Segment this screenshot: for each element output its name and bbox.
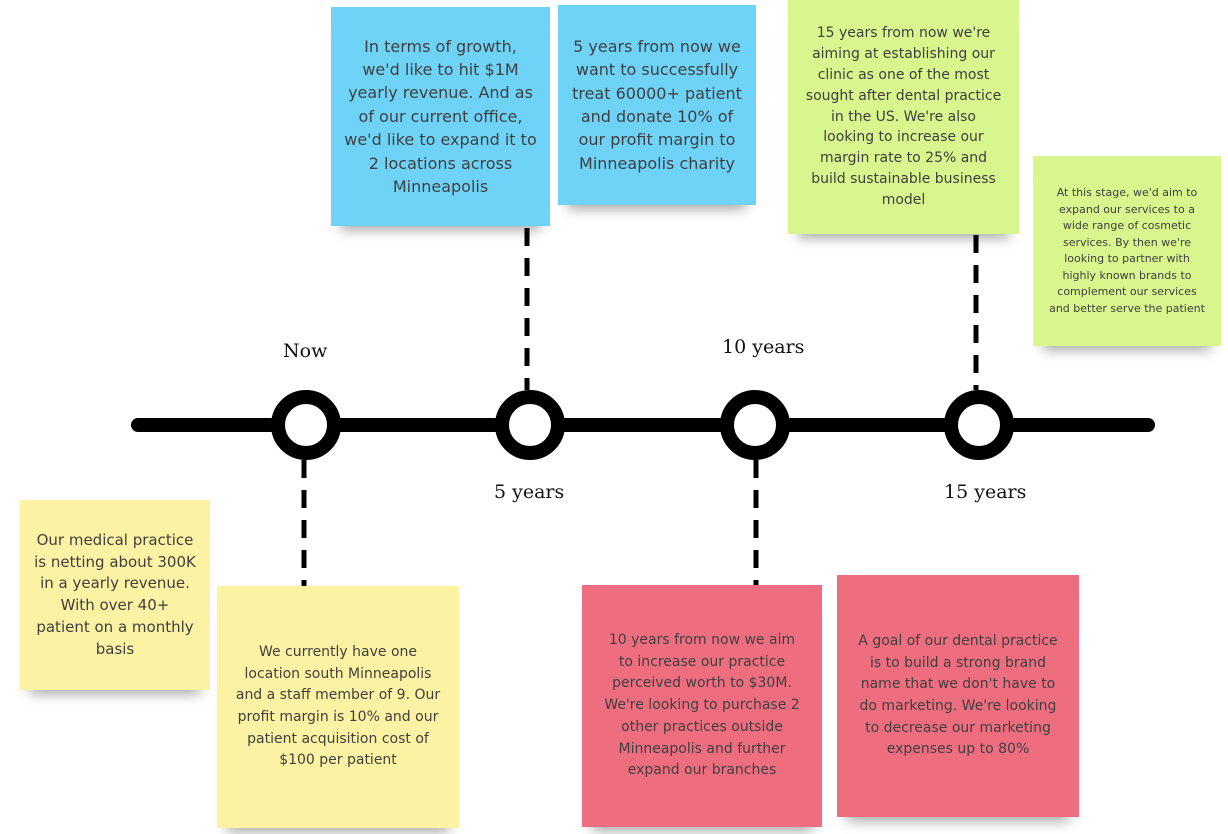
- note-text: At this stage, we'd aim to expand our se…: [1049, 186, 1205, 315]
- milestone-circle-5-years: [495, 390, 565, 460]
- milestone-label-5-years: 5 years: [494, 481, 565, 503]
- milestone-circle-15-years: [944, 390, 1014, 460]
- note-text: 15 years from now we're aiming at establ…: [805, 25, 1002, 208]
- note-text: We currently have one location south Min…: [235, 643, 441, 769]
- sticky-note-growth-5-years[interactable]: In terms of growth, we'd like to hit $1M…: [331, 7, 550, 226]
- note-text: 5 years from now we want to successfully…: [572, 36, 742, 173]
- note-text: Our medical practice is netting about 30…: [34, 530, 196, 658]
- note-text: In terms of growth, we'd like to hit $1M…: [344, 36, 537, 196]
- milestone-circle-now: [271, 390, 341, 460]
- sticky-note-cosmetic-15-years[interactable]: At this stage, we'd aim to expand our se…: [1033, 156, 1221, 346]
- note-text: A goal of our dental practice is to buil…: [858, 632, 1058, 758]
- sticky-note-worth-10-years[interactable]: 10 years from now we aim to increase our…: [582, 585, 822, 827]
- note-text: 10 years from now we aim to increase our…: [604, 632, 800, 779]
- milestone-label-now: Now: [283, 340, 328, 362]
- sticky-note-clinic-15-years[interactable]: 15 years from now we're aiming at establ…: [788, 0, 1019, 234]
- milestone-label-10-years: 10 years: [722, 336, 805, 358]
- sticky-note-location-now[interactable]: We currently have one location south Min…: [217, 586, 459, 828]
- milestone-label-15-years: 15 years: [944, 481, 1027, 503]
- sticky-note-revenue-now[interactable]: Our medical practice is netting about 30…: [20, 500, 210, 690]
- milestone-circle-10-years: [720, 390, 790, 460]
- sticky-note-brand-10-years[interactable]: A goal of our dental practice is to buil…: [837, 575, 1079, 817]
- sticky-note-patients-5-years[interactable]: 5 years from now we want to successfully…: [558, 5, 756, 205]
